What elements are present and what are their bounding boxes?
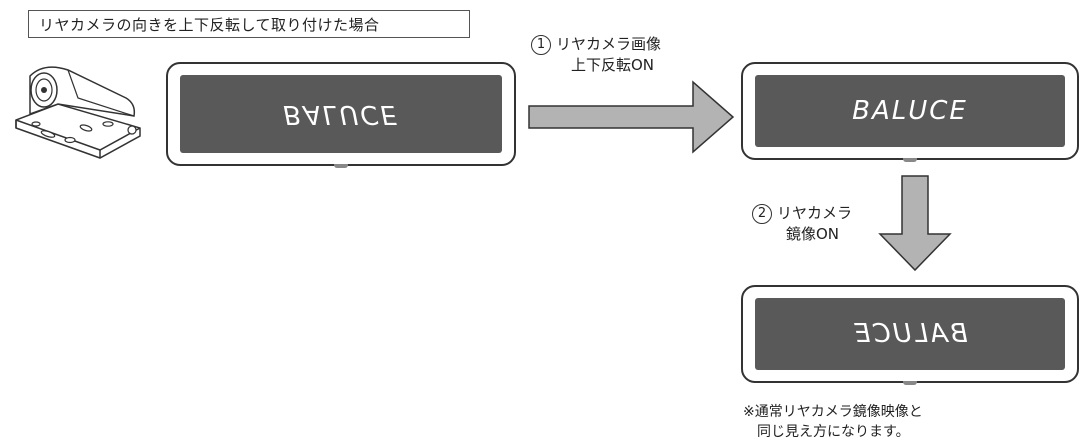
title-text: リヤカメラの向きを上下反転して取り付けた場合 [39, 15, 380, 34]
note-line1: ※通常リヤカメラ鏡像映像と [743, 404, 923, 420]
step1-line1: リヤカメラ画像 [556, 35, 662, 53]
note-text: ※通常リヤカメラ鏡像映像と 同じ見え方になります。 [743, 402, 923, 442]
step2-label: 2 リヤカメラ 鏡像ON [752, 203, 852, 245]
mirror-screen: BALUCE [755, 75, 1065, 147]
step2-number: 2 [752, 203, 772, 224]
mirror-foot [903, 158, 917, 162]
step1-line2: 上下反転ON [571, 56, 655, 74]
mirror-foot [334, 164, 348, 168]
arrow-down-icon [878, 175, 952, 272]
step2-line1: リヤカメラ [777, 204, 853, 222]
mirror-foot [903, 381, 917, 385]
step2-line2: 鏡像ON [786, 225, 840, 243]
step1-number: 1 [531, 34, 551, 55]
mirror-display-flipped-vertical: BALUCE [166, 62, 516, 168]
arrow-right-icon [528, 80, 735, 154]
brand-text-upside-down: BALUCE [283, 99, 399, 129]
brand-text-mirrored: BALUCE [852, 319, 968, 349]
mirror-screen: BALUCE [180, 75, 502, 153]
mirror-screen: BALUCE [755, 298, 1065, 370]
mirror-display-correct: BALUCE [741, 62, 1079, 162]
rear-camera-illustration [15, 66, 141, 159]
title-box: リヤカメラの向きを上下反転して取り付けた場合 [28, 10, 470, 38]
step1-label: 1 リヤカメラ画像 上下反転ON [531, 34, 661, 76]
brand-text-normal: BALUCE [852, 96, 968, 126]
mirror-display-mirrored: BALUCE [741, 285, 1079, 385]
note-line2: 同じ見え方になります。 [757, 424, 910, 440]
